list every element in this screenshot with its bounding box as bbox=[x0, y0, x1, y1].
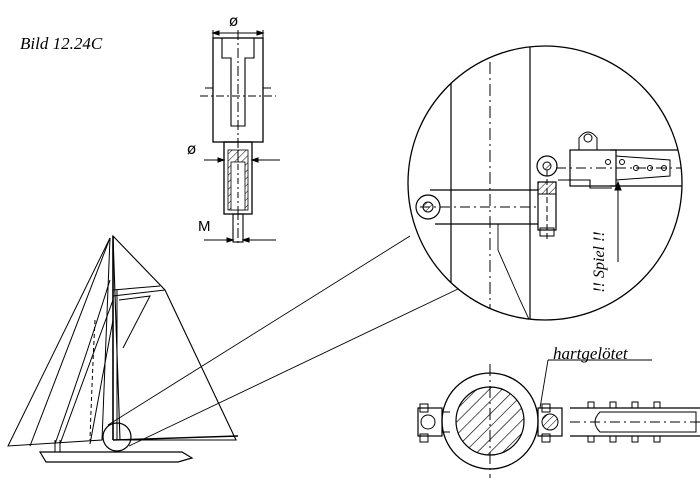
magnified-detail bbox=[407, 45, 683, 321]
clevis-fitting-detail bbox=[200, 30, 280, 246]
play-annotation: !! Spiel !! bbox=[591, 231, 608, 293]
figure-title: Bild 12.24C bbox=[20, 34, 103, 53]
mast-section-view bbox=[417, 359, 700, 478]
leader-line-upper bbox=[107, 235, 411, 426]
ice-yacht-sketch bbox=[7, 234, 239, 463]
thread-symbol: M bbox=[198, 218, 211, 235]
diameter-symbol-side: ø bbox=[187, 140, 197, 158]
diameter-symbol-top: ø bbox=[229, 12, 239, 30]
leader-line-lower bbox=[128, 288, 459, 447]
brazed-annotation: hartgelötet bbox=[553, 344, 628, 363]
